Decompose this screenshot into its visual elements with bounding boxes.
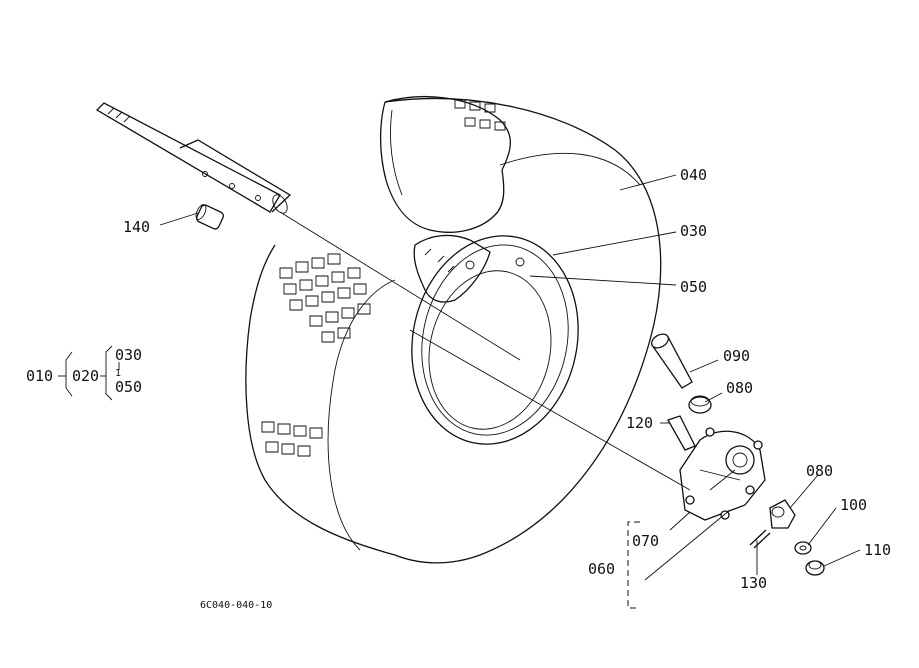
callout-140: 140: [123, 218, 150, 236]
bushing: [195, 204, 225, 230]
cotter-pin: [749, 529, 771, 549]
rim: [411, 234, 579, 445]
assembly-tree: [58, 345, 120, 401]
callout-130: 130: [740, 574, 767, 592]
assembly-bracket-060: [627, 521, 640, 609]
hub: [679, 427, 766, 521]
washer-upper: [688, 395, 712, 414]
callout-030-group: 030: [115, 346, 142, 364]
leader-lines: [159, 174, 861, 581]
drawing-code: 6C040-040-10: [200, 600, 272, 611]
callout-090: 090: [723, 347, 750, 365]
callout-080-upper: 080: [726, 379, 753, 397]
tread-pattern: [261, 99, 506, 457]
axle-shaft: [95, 102, 292, 214]
callout-030: 030: [680, 222, 707, 240]
callout-120: 120: [626, 414, 653, 432]
washer-100: [794, 541, 812, 555]
callout-080-lower: 080: [806, 462, 833, 480]
callout-050: 050: [680, 278, 707, 296]
callout-050-group: 050: [115, 378, 142, 396]
group-sub-marker: 1: [115, 368, 121, 379]
callout-040: 040: [680, 166, 707, 184]
callout-020: 020: [72, 367, 99, 385]
tire-outline: [245, 96, 662, 564]
axis-line-2: [409, 329, 691, 491]
hub-cap: [805, 560, 825, 576]
callout-060: 060: [588, 560, 615, 578]
callout-110: 110: [864, 541, 891, 559]
castle-nut: [769, 499, 796, 529]
axis-line: [279, 211, 521, 361]
callout-010: 010: [26, 367, 53, 385]
stud: [667, 415, 696, 451]
callout-100: 100: [840, 496, 867, 514]
callout-070: 070: [632, 532, 659, 550]
bolt: [650, 333, 693, 389]
